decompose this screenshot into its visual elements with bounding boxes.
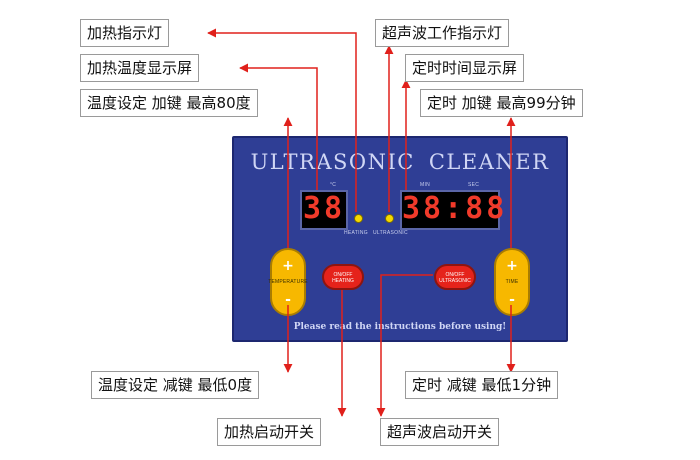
timer-display: 38:88 (400, 190, 504, 230)
callout-ultrasonic-indicator: 超声波工作指示灯 (375, 19, 510, 47)
leader-ultrasonic-switch (376, 274, 433, 417)
timer-min-label: MIN (420, 182, 431, 188)
heating-button-label-2: HEATING (332, 278, 354, 284)
temperature-unit-label: °C (330, 182, 337, 188)
leader-heating-temp-display (239, 63, 318, 190)
ultrasonic-led-label: ULTRASONIC (373, 230, 408, 236)
ultrasonic-button-label-1: ON/OFF (445, 272, 465, 278)
ultrasonic-onoff-button[interactable]: ON/OFF ULTRASONIC (434, 264, 476, 290)
callout-ultrasonic-start-switch: 超声波启动开关 (380, 418, 500, 446)
temperature-rocker[interactable]: + TEMPERATURE - (268, 248, 308, 316)
heating-led-label: HEATING (344, 230, 368, 236)
callout-timer-plus: 定时 加键 最高99分钟 (420, 89, 583, 117)
panel-title: ULTRASONIC CLEANER (234, 150, 566, 174)
callout-temp-set-minus: 温度设定 减键 最低0度 (91, 371, 260, 399)
heating-onoff-button[interactable]: ON/OFF HEATING (322, 264, 364, 290)
callout-heating-start-switch: 加热启动开关 (217, 418, 322, 446)
temperature-display: 38 (300, 190, 348, 230)
temperature-plus-button[interactable]: + (282, 258, 294, 274)
time-minus-button[interactable]: - (509, 292, 515, 308)
timer-sec-label: SEC (468, 182, 480, 188)
callout-temp-set-plus: 温度设定 加键 最高80度 (80, 89, 258, 117)
ultrasonic-button-label-2: ULTRASONIC (439, 278, 471, 284)
leader-heating-indicator (207, 28, 357, 212)
panel-title-word2: CLEANER (428, 150, 550, 174)
callout-heating-indicator: 加热指示灯 (80, 19, 170, 47)
time-plus-button[interactable]: + (506, 258, 518, 274)
temperature-minus-button[interactable]: - (285, 292, 291, 308)
heating-button-label-1: ON/OFF (333, 272, 353, 278)
callout-heating-temp-display: 加热温度显示屏 (80, 54, 200, 82)
panel-title-word1: ULTRASONIC (250, 150, 415, 174)
time-rocker-label: TIME (505, 279, 519, 285)
callout-timer-display: 定时时间显示屏 (405, 54, 525, 82)
ultrasonic-indicator-led (385, 214, 394, 223)
temperature-rocker-label: TEMPERATURE (268, 279, 308, 285)
time-rocker[interactable]: + TIME - (494, 248, 530, 316)
panel-footer-notice: Please read the instructions before usin… (293, 322, 507, 332)
callout-timer-minus: 定时 减键 最低1分钟 (405, 371, 559, 399)
heating-indicator-led (354, 214, 363, 223)
